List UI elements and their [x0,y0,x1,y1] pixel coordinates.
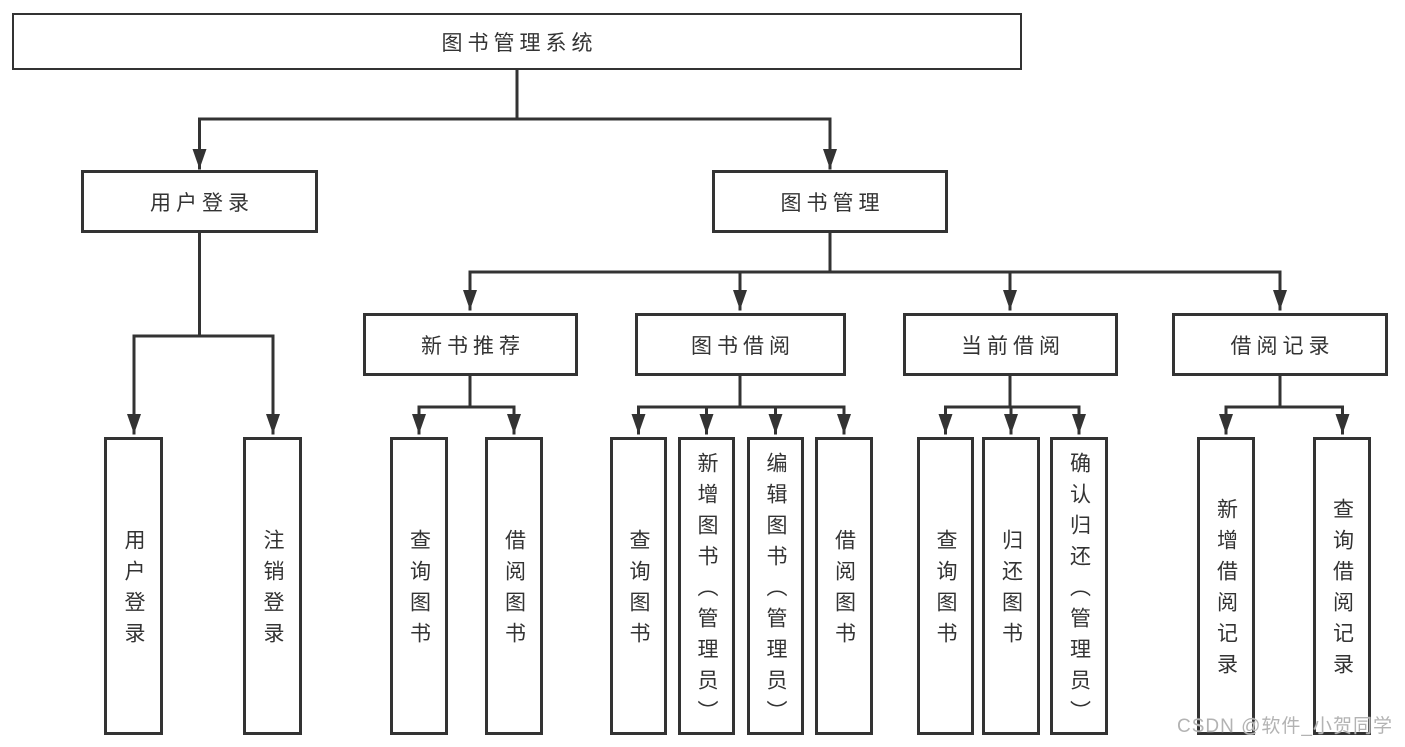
node-new-book-recommend: 新书推荐 [363,313,578,376]
node-book-borrow: 图书借阅 [635,313,846,376]
node-book-management: 图书管理 [712,170,948,233]
leaf-user-login: 用户登录 [104,437,163,735]
leaf-newbook-borrow-books: 借阅图书 [485,437,543,735]
node-current-borrow: 当前借阅 [903,313,1118,376]
node-root-library-system: 图书管理系统 [12,13,1022,70]
leaf-borrow-query-books: 查询图书 [610,437,667,735]
leaf-records-add-record: 新增借阅记录 [1197,437,1255,735]
leaf-records-query-record: 查询借阅记录 [1313,437,1371,735]
leaf-borrow-edit-books-admin: 编辑图书（管理员） [747,437,804,735]
leaf-logout: 注销登录 [243,437,302,735]
leaf-borrow-add-books-admin: 新增图书（管理员） [678,437,735,735]
leaf-current-query-books: 查询图书 [917,437,974,735]
node-user-login: 用户登录 [81,170,318,233]
leaf-borrow-borrow-books: 借阅图书 [815,437,873,735]
leaf-current-return-books: 归还图书 [982,437,1040,735]
leaf-newbook-query-books: 查询图书 [390,437,448,735]
node-borrow-records: 借阅记录 [1172,313,1388,376]
leaf-current-confirm-return-admin: 确认归还（管理员） [1050,437,1108,735]
csdn-watermark: CSDN @软件_小贺同学 [1177,716,1393,737]
